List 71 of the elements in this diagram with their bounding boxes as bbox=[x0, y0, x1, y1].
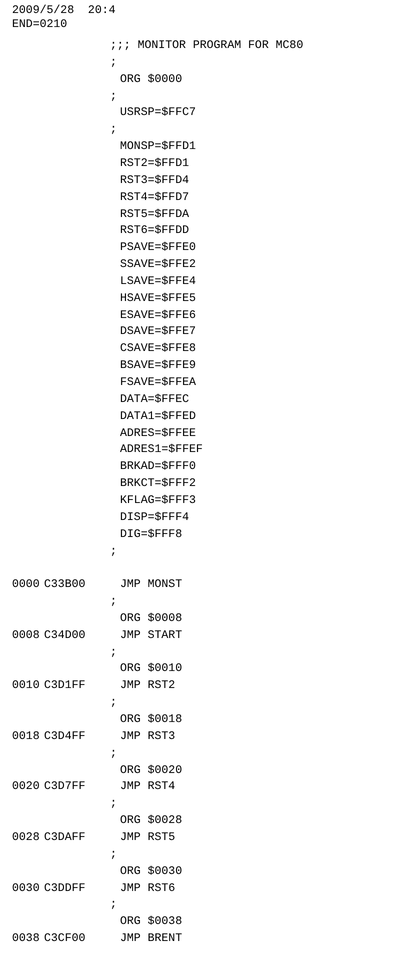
header-text: END=0210 bbox=[12, 18, 68, 32]
instruction-text: ESAVE=$FFE6 bbox=[120, 308, 196, 323]
address-text: 0010 bbox=[12, 679, 40, 694]
instruction-text: JMP START bbox=[120, 628, 182, 643]
instruction-text: ORG $0010 bbox=[120, 662, 182, 676]
instruction-text: KFLAG=$FFF3 bbox=[120, 494, 196, 508]
instruction-text: BRKAD=$FFF0 bbox=[120, 460, 196, 474]
instruction-text: JMP RST5 bbox=[120, 830, 176, 845]
address-text: 0000 bbox=[12, 578, 40, 592]
machine-code-text: C3D1FF bbox=[44, 679, 86, 694]
machine-code-text: C34D00 bbox=[44, 628, 86, 643]
instruction-text: ORG $0028 bbox=[120, 814, 182, 828]
address-text: 0038 bbox=[12, 932, 40, 946]
machine-code-text: C3D7FF bbox=[44, 780, 86, 794]
comment-text: ; bbox=[110, 797, 117, 812]
comment-text: ;;; MONITOR PROGRAM FOR MC80 bbox=[110, 39, 304, 53]
address-text: 0008 bbox=[12, 628, 40, 643]
instruction-text: DISP=$FFF4 bbox=[120, 510, 190, 525]
instruction-text: MONSP=$FFD1 bbox=[120, 140, 196, 154]
comment-text: ; bbox=[110, 595, 117, 610]
comment-text: ; bbox=[110, 123, 117, 138]
instruction-text: CSAVE=$FFE8 bbox=[120, 342, 196, 356]
instruction-text: JMP RST3 bbox=[120, 730, 176, 744]
header-text: 2009/5/28 20:4 bbox=[12, 4, 116, 18]
comment-text: ; bbox=[110, 696, 117, 710]
instruction-text: LSAVE=$FFE4 bbox=[120, 274, 196, 289]
address-text: 0030 bbox=[12, 882, 40, 896]
comment-text: ; bbox=[110, 544, 117, 558]
instruction-text: BSAVE=$FFE9 bbox=[120, 359, 196, 374]
instruction-text: FSAVE=$FFEA bbox=[120, 376, 196, 390]
instruction-text: ORG $0020 bbox=[120, 764, 182, 778]
instruction-text: BRKCT=$FFF2 bbox=[120, 477, 196, 492]
instruction-text: DSAVE=$FFE7 bbox=[120, 325, 196, 340]
comment-text: ; bbox=[110, 90, 117, 104]
instruction-text: ORG $0038 bbox=[120, 915, 182, 930]
instruction-text: SSAVE=$FFE2 bbox=[120, 258, 196, 272]
instruction-text: DIG=$FFF8 bbox=[120, 528, 182, 542]
instruction-text: JMP MONST bbox=[120, 578, 182, 592]
comment-text: ; bbox=[110, 848, 117, 862]
instruction-text: DATA=$FFEC bbox=[120, 392, 190, 407]
comment-text: ; bbox=[110, 646, 117, 660]
instruction-text: RST6=$FFDD bbox=[120, 224, 190, 238]
instruction-text: ADRES=$FFEE bbox=[120, 426, 196, 441]
instruction-text: DATA1=$FFED bbox=[120, 410, 196, 424]
instruction-text: JMP RST4 bbox=[120, 780, 176, 794]
instruction-text: ORG $0018 bbox=[120, 713, 182, 727]
instruction-text: ADRES1=$FFEF bbox=[120, 443, 203, 458]
instruction-text: HSAVE=$FFE5 bbox=[120, 292, 196, 306]
instruction-text: RST2=$FFD1 bbox=[120, 156, 190, 171]
instruction-text: ORG $0008 bbox=[120, 612, 182, 626]
instruction-text: JMP RST2 bbox=[120, 679, 176, 694]
address-text: 0018 bbox=[12, 730, 40, 744]
instruction-text: RST5=$FFDA bbox=[120, 208, 190, 222]
instruction-text: JMP BRENT bbox=[120, 932, 182, 946]
instruction-text: RST4=$FFD7 bbox=[120, 190, 190, 205]
comment-text: ; bbox=[110, 56, 117, 70]
machine-code-text: C3DDFF bbox=[44, 882, 86, 896]
instruction-text: JMP RST6 bbox=[120, 882, 176, 896]
comment-text: ; bbox=[110, 898, 117, 912]
machine-code-text: C3D4FF bbox=[44, 730, 86, 744]
address-text: 0028 bbox=[12, 830, 40, 845]
instruction-text: ORG $0030 bbox=[120, 864, 182, 879]
address-text: 0020 bbox=[12, 780, 40, 794]
machine-code-text: C33B00 bbox=[44, 578, 86, 592]
machine-code-text: C3DAFF bbox=[44, 830, 86, 845]
instruction-text: ORG $0000 bbox=[120, 72, 182, 87]
machine-code-text: C3CF00 bbox=[44, 932, 86, 946]
comment-text: ; bbox=[110, 746, 117, 761]
instruction-text: PSAVE=$FFE0 bbox=[120, 241, 196, 256]
instruction-text: RST3=$FFD4 bbox=[120, 174, 190, 188]
instruction-text: USRSP=$FFC7 bbox=[120, 106, 196, 120]
